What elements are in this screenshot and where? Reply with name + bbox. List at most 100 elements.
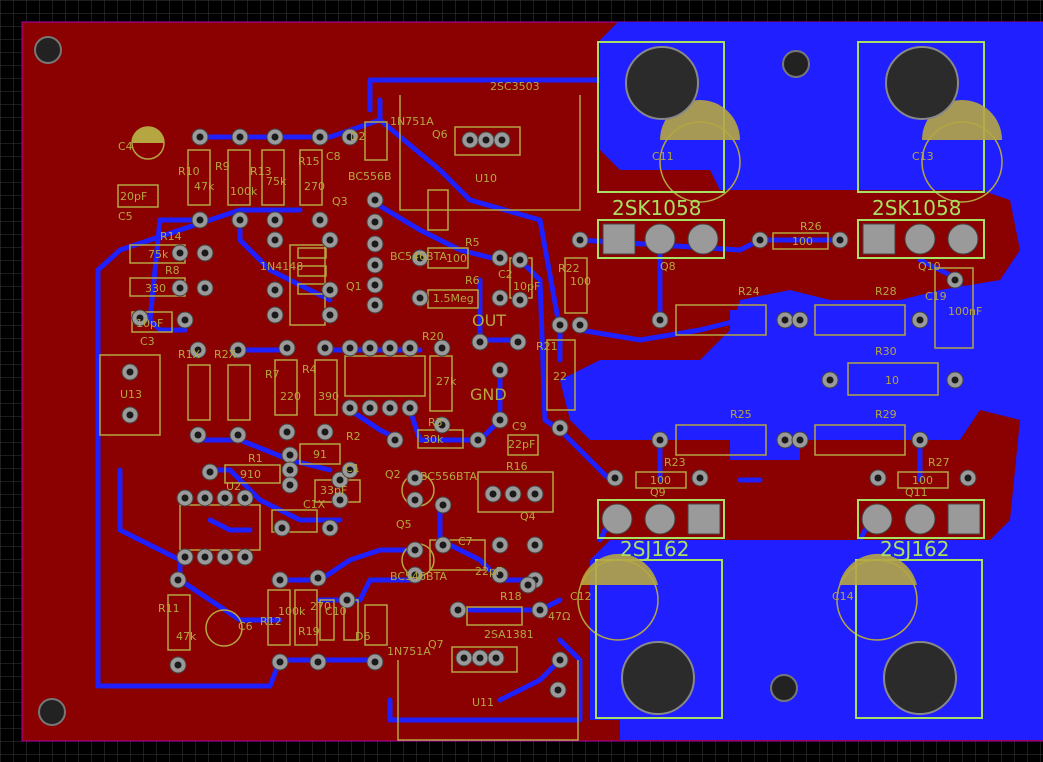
pad-hole [241, 553, 249, 561]
pad-hole [781, 436, 789, 444]
pad-hole [656, 316, 664, 324]
label-U13: U13 [120, 388, 142, 401]
label-R23-val: 100 [650, 474, 671, 487]
label-R1X: R1X [178, 348, 201, 361]
label-R10-val: 47k [194, 180, 215, 193]
label-R28: R28 [875, 285, 897, 298]
pad-hole [454, 606, 462, 614]
label-R10: R10 [178, 165, 200, 178]
pad-hole [126, 368, 134, 376]
pad-hole [576, 236, 584, 244]
label-C2: C2 [498, 268, 513, 281]
label-Q3-val: BC556B [348, 170, 392, 183]
label-Q1: Q1 [346, 280, 362, 293]
pad-hole [416, 254, 424, 262]
label-Q1-val: BC546BTA [390, 250, 447, 263]
pad-hole [951, 276, 959, 284]
label-R8-val: 330 [145, 282, 166, 295]
pad-hole [201, 249, 209, 257]
label-C5-val: 20pF [120, 190, 147, 203]
label-R2: R2 [346, 430, 361, 443]
pad-hole [411, 571, 419, 579]
label-R24: R24 [738, 285, 760, 298]
label-Q9: Q9 [650, 486, 666, 499]
label-C1: C1 [345, 462, 360, 475]
label-R12-val: 100k [278, 605, 306, 618]
label-R4: R4 [302, 363, 317, 376]
label-R3: R3 [428, 416, 443, 429]
pad-hole [346, 466, 354, 474]
pad-hole [271, 286, 279, 294]
label-C3-val: 10pF [136, 317, 163, 330]
label-R14: R14 [160, 230, 182, 243]
label-R7: R7 [265, 368, 280, 381]
pad-hole [181, 553, 189, 561]
pad-hole [476, 338, 484, 346]
pad-hole [276, 576, 284, 584]
pad-hole [316, 133, 324, 141]
pad-hole [206, 468, 214, 476]
pad-hole [492, 654, 500, 662]
pad-hole [366, 404, 374, 412]
pad-hole [326, 236, 334, 244]
pad-hole [951, 376, 959, 384]
label-R30-val: 10 [885, 374, 899, 387]
label-C9: C9 [512, 420, 527, 433]
pad-hole [221, 553, 229, 561]
label-R13-val: 75k [266, 175, 287, 188]
label-C7: C7 [458, 535, 473, 548]
pad-hole [482, 136, 490, 144]
pad-hole [371, 218, 379, 226]
pad-hole [283, 344, 291, 352]
pad-hole [964, 474, 972, 482]
label-Q10-val: 2SK1058 [872, 196, 961, 220]
label-U11: U11 [472, 696, 494, 709]
label-C19: C19 [925, 290, 947, 303]
pad-hole [516, 256, 524, 264]
pads [121, 128, 977, 699]
pad-hole [136, 314, 144, 322]
label-C7-val: 22pF [475, 565, 502, 578]
label-R11: R11 [158, 602, 180, 615]
label-R27: R27 [928, 456, 950, 469]
pad-hole [201, 284, 209, 292]
heatsink-mounting-holes [621, 46, 959, 715]
pad-hole [496, 254, 504, 262]
pad-hole [371, 196, 379, 204]
pad-hole [321, 428, 329, 436]
pad-hole [524, 581, 532, 589]
label-R21-val: 22 [553, 370, 567, 383]
label-D6: D6 [355, 630, 370, 643]
label-Q11-val: 2SJ162 [880, 537, 950, 561]
pad-hole [514, 338, 522, 346]
label-R4-val: 390 [318, 390, 339, 403]
pad-hole [234, 346, 242, 354]
label-R26-val: 100 [792, 235, 813, 248]
label-R22: R22 [558, 262, 580, 275]
label-R30: R30 [875, 345, 897, 358]
pad-hole [201, 553, 209, 561]
pad-hole [326, 524, 334, 532]
label-R29: R29 [875, 408, 897, 421]
pad-hole [181, 316, 189, 324]
pad-hole [221, 494, 229, 502]
pad-hole [174, 576, 182, 584]
label-Q2-val: BC556BTA [420, 470, 477, 483]
label-out: OUT [472, 311, 506, 330]
pad-hole [371, 240, 379, 248]
pad-hole [796, 436, 804, 444]
label-R27-val: 100 [912, 474, 933, 487]
pad-hole [241, 494, 249, 502]
label-Q7: Q7 [428, 638, 444, 651]
pad-hole [496, 416, 504, 424]
label-R1-val: 910 [240, 468, 261, 481]
pad-hole [496, 541, 504, 549]
label-R8: R8 [165, 264, 180, 277]
pad-hole [439, 541, 447, 549]
label-R2X: R2X [214, 348, 237, 361]
pad-hole [496, 571, 504, 579]
pad-hole [176, 249, 184, 257]
pad-hole [556, 656, 564, 664]
label-D2: D2 [350, 130, 365, 143]
pad-hole [196, 133, 204, 141]
